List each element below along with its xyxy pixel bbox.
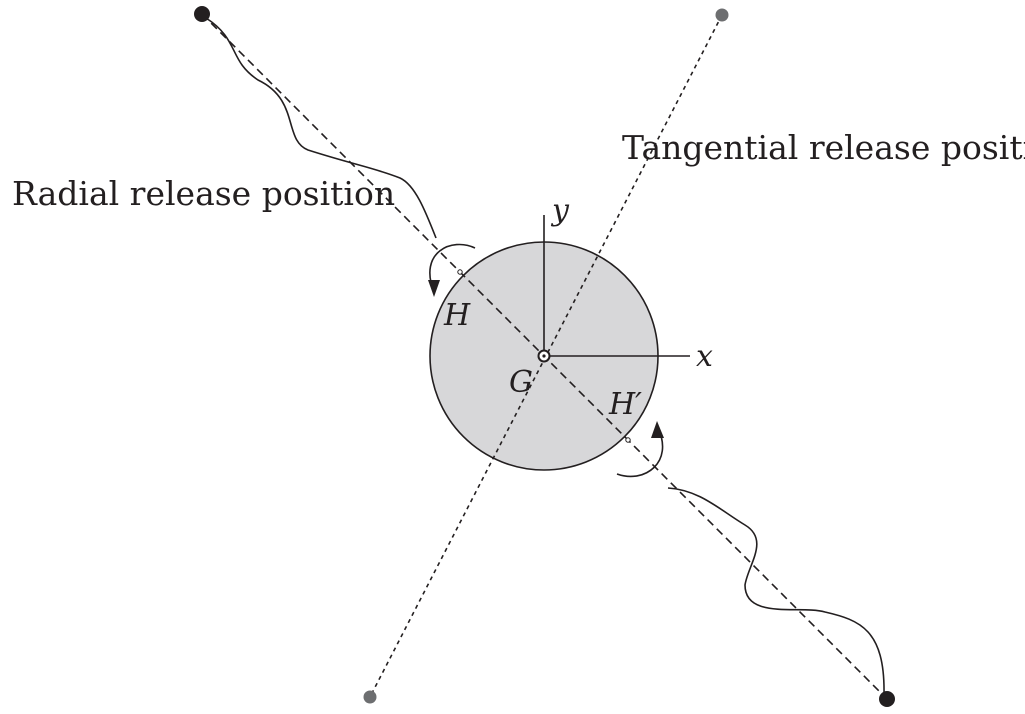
tangential-end-top: [715, 8, 729, 22]
tangential-end-bottom: [363, 690, 377, 704]
center-dot: [542, 354, 546, 358]
y-axis-label: y: [550, 193, 570, 228]
point-h-prime-label: H′: [608, 387, 642, 422]
point-h-label: H: [443, 298, 471, 333]
rotation-arrowhead-upper: [428, 280, 440, 297]
radial-end-bottom: [879, 691, 895, 707]
point-h-mark: [457, 269, 463, 275]
rotation-arrowhead-lower: [651, 421, 664, 438]
x-axis-label: x: [696, 339, 713, 374]
rotation-arrow-lower: [616, 427, 664, 478]
upper-wavy-string: [205, 17, 437, 239]
radial-label: Radial release position: [12, 174, 395, 213]
radial-end-top: [194, 6, 210, 22]
tangential-label: Tangential release position: [622, 128, 1025, 167]
lower-wavy-string: [667, 487, 885, 695]
point-h-prime-mark: [625, 437, 631, 443]
center-label: G: [509, 365, 533, 400]
